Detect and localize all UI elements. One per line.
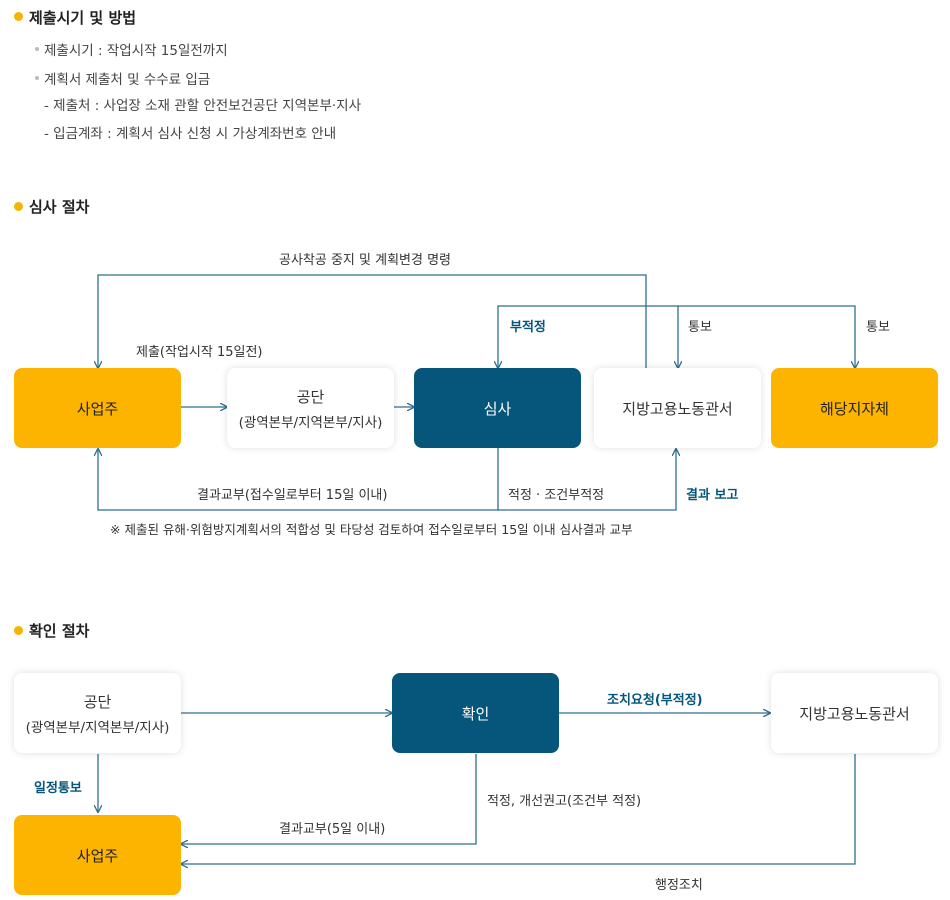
label-submit: 제출(작업시작 15일전) <box>136 345 263 360</box>
section-bullet-icon <box>14 12 23 21</box>
node-owner-label: 사업주 <box>76 399 119 418</box>
node-labor-office-confirm: 지방고용노동관서 <box>771 673 938 753</box>
list-bullet-icon <box>35 47 39 51</box>
node-agency-sub: (광역본부/지역본부/지사) <box>25 719 170 736</box>
node-agency-label: 공단 <box>83 692 112 711</box>
label-unsuitable: 부적정 <box>510 320 546 335</box>
arrow-report <box>498 449 676 511</box>
node-labor-office-label: 지방고용노동관서 <box>799 704 910 723</box>
label-action-request: 조치요청(부적정) <box>607 693 703 708</box>
node-agency-label: 공단 <box>296 387 325 406</box>
list-item: 제출시기 : 작업시작 15일전까지 <box>44 43 228 59</box>
arrow-notify-localgov <box>678 305 855 368</box>
arrow-stop-order <box>98 274 647 370</box>
list-bullet-icon <box>35 76 39 80</box>
node-review-label: 심사 <box>483 399 512 418</box>
section-bullet-icon <box>14 626 23 635</box>
label-suitable-confirm: 적정, 개선권고(조건부 적정) <box>487 794 642 809</box>
node-labor-office: 지방고용노동관서 <box>594 368 761 448</box>
node-agency-sub: (광역본부/지역본부/지사) <box>238 414 383 431</box>
sub-list-item: - 입금계좌 : 계획서 심사 신청 시 가상계좌번호 안내 <box>44 126 337 142</box>
label-result-issue-confirm: 결과교부(5일 이내) <box>279 822 386 837</box>
label-report: 결과 보고 <box>686 488 739 503</box>
arrow-result-issue <box>98 448 499 511</box>
section-title-submission: 제출시기 및 방법 <box>29 9 137 27</box>
node-confirm: 확인 <box>392 673 559 753</box>
section-title-review: 심사 절차 <box>29 198 90 216</box>
label-schedule-notice: 일정통보 <box>34 781 82 796</box>
node-local-gov-label: 해당지자체 <box>819 399 889 418</box>
label-notify-2: 통보 <box>866 320 890 335</box>
arrow-confirm-result <box>181 754 477 844</box>
label-result-issue: 결과교부(접수일로부터 15일 이내) <box>197 488 388 503</box>
section-title-confirm: 확인 절차 <box>29 622 90 640</box>
node-review: 심사 <box>414 368 581 448</box>
section-bullet-icon <box>14 202 23 211</box>
label-admin-action: 행정조치 <box>655 878 703 893</box>
list-item: 계획서 제출처 및 수수료 입금 <box>44 72 211 88</box>
node-agency-confirm: 공단 (광역본부/지역본부/지사) <box>14 673 181 753</box>
node-owner-confirm: 사업주 <box>14 815 181 895</box>
label-stop-order: 공사착공 중지 및 계획변경 명령 <box>279 253 452 268</box>
node-owner-label: 사업주 <box>76 846 119 865</box>
label-notify-1: 통보 <box>688 320 712 335</box>
review-note: ※ 제출된 유해·위험방지계획서의 적합성 및 타당성 검토하여 접수일로부터 … <box>110 522 633 537</box>
arrow-notify-labor <box>646 305 678 368</box>
node-local-gov: 해당지자체 <box>771 368 938 448</box>
arrow-admin-action <box>181 754 856 864</box>
label-suitable: 적정 · 조건부적정 <box>508 488 605 503</box>
sub-list-item: - 제출처 : 사업장 소재 관할 안전보건공단 지역본부·지사 <box>44 98 361 114</box>
node-owner: 사업주 <box>14 368 181 448</box>
node-agency: 공단 (광역본부/지역본부/지사) <box>227 368 394 448</box>
node-labor-office-label: 지방고용노동관서 <box>622 399 733 418</box>
arrow-unsuitable <box>498 305 646 368</box>
node-confirm-label: 확인 <box>461 704 490 723</box>
